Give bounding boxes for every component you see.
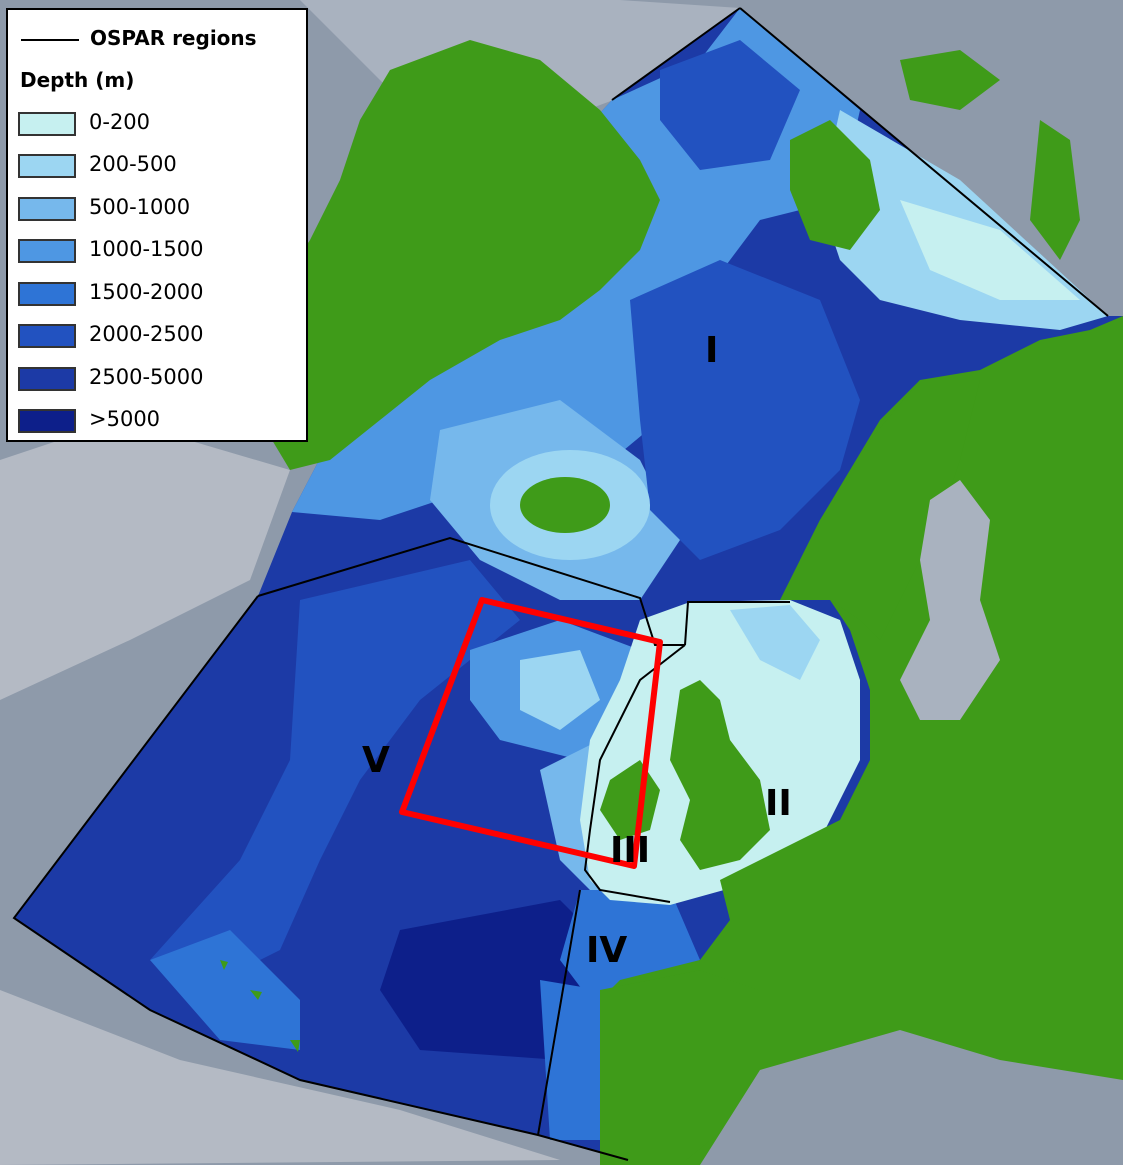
depth-label: >5000	[89, 407, 161, 431]
ospar-boundary-line-symbol	[21, 39, 79, 41]
depth-2000-2500	[150, 560, 520, 990]
europe-land	[600, 316, 1123, 1165]
depth-swatch	[18, 239, 76, 263]
depth-swatch	[18, 367, 76, 391]
svalbard-land	[790, 120, 880, 250]
depth-label: 2500-5000	[89, 365, 204, 389]
depth-swatch	[18, 197, 76, 221]
iberian-margin	[540, 980, 600, 1140]
region-label-III: III	[610, 830, 650, 871]
deep-basin-norwegian	[630, 260, 860, 560]
legend-depth-title: Depth (m)	[20, 68, 135, 92]
region-label-V: V	[362, 740, 390, 781]
depth-swatch	[18, 154, 76, 178]
azores-land	[220, 960, 300, 1052]
boundary-region-III-V	[583, 644, 686, 903]
rockall-shallow	[520, 650, 600, 730]
region-label-IV: IV	[586, 930, 627, 971]
boundary-region-I-V	[257, 536, 685, 646]
iceland-land	[520, 477, 610, 533]
deep-basin-greenland	[660, 40, 800, 170]
novaya-zemlya-land	[1030, 120, 1080, 260]
depth-label: 2000-2500	[89, 322, 204, 346]
arctic-islands-land	[900, 50, 1000, 110]
depth-label: 200-500	[89, 152, 177, 176]
map-legend: OSPAR regions Depth (m) 0-200 200-500 50…	[6, 8, 308, 442]
legend-ospar-label: OSPAR regions	[90, 26, 257, 50]
depth-label: 0-200	[89, 110, 151, 134]
greenland-land	[240, 40, 660, 470]
scandinavia-land	[780, 380, 980, 640]
depth-swatch	[18, 324, 76, 348]
iberia-land	[600, 970, 760, 1165]
boundary-region-IV-V	[537, 889, 581, 1136]
study-area-box	[399, 597, 663, 869]
depth-1500-2000	[150, 930, 300, 1050]
barents-shallow	[900, 200, 1080, 300]
mediterranean-sea	[700, 1030, 1123, 1165]
region-label-II: II	[765, 783, 792, 824]
outside-land-relief	[0, 420, 560, 1165]
depth-label: 1500-2000	[89, 280, 204, 304]
depth-swatch	[18, 112, 76, 136]
depth-swatch	[18, 409, 76, 433]
depth-label: 500-1000	[89, 195, 191, 219]
baltic-sea	[900, 480, 1000, 720]
depth-label: 1000-1500	[89, 237, 204, 261]
great-britain-land	[670, 680, 770, 870]
ospar-outer-boundary	[12, 7, 1109, 1161]
boundary-region-II-III	[684, 601, 790, 646]
region-label-I: I	[705, 330, 718, 371]
norwegian-trench	[730, 605, 820, 680]
biscay-shelf	[560, 890, 700, 1000]
depth-swatch	[18, 282, 76, 306]
